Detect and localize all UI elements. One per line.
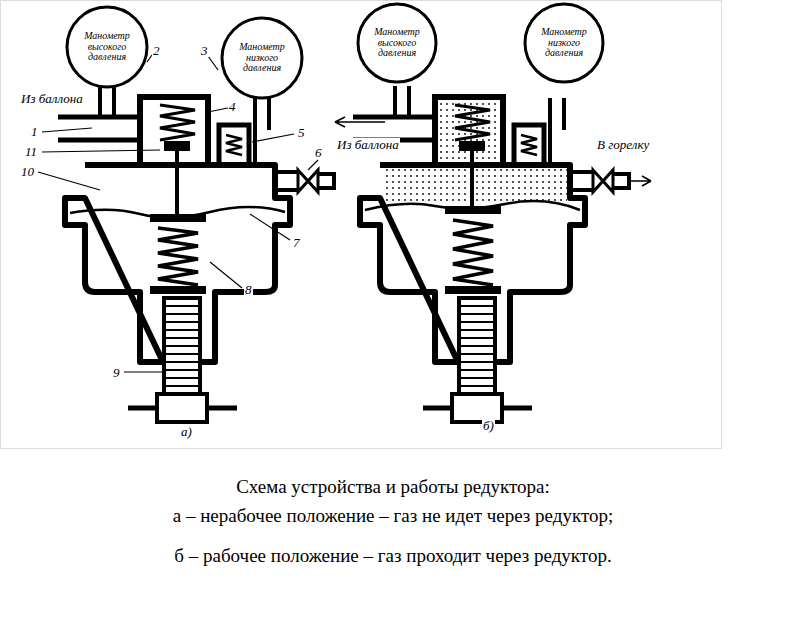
callout-number: 3	[200, 44, 209, 57]
gauge-label: Манометр низкого давления	[533, 27, 595, 59]
callout-number: 2	[152, 44, 161, 57]
callout-number: 8	[244, 283, 253, 296]
callout-number: б)	[482, 419, 495, 432]
gauge-label: Манометр высокого давления	[76, 31, 138, 63]
gauge-label: Манометр высокого давления	[366, 27, 428, 59]
caption-line: а – нерабочее положение – газ не идет че…	[0, 506, 786, 527]
callout-number: 9	[112, 366, 121, 379]
flow-label: В горелку	[596, 138, 650, 151]
flow-label: Из баллона	[20, 92, 84, 105]
callout-number: 10	[20, 165, 35, 178]
gauge-circle: Манометр высокого давления	[65, 5, 149, 89]
gauge-circle: Манометр низкого давления	[220, 16, 304, 100]
callout-number: 5	[297, 126, 306, 139]
caption-line: б – рабочее положение – газ проходит чер…	[0, 546, 786, 567]
gauge-circle: Манометр низкого давления	[523, 2, 605, 84]
callout-number: 1	[30, 125, 39, 138]
callout-number: а)	[180, 425, 193, 438]
callout-number: 4	[228, 100, 237, 113]
callout-number: 6	[314, 146, 323, 159]
gauge-label: Манометр низкого давления	[231, 42, 293, 74]
flow-label: Из баллона	[336, 138, 400, 151]
caption: Схема устройства и работы редуктора:	[0, 477, 786, 498]
callout-number: 11	[24, 145, 38, 158]
gauge-circle: Манометр высокого давления	[356, 2, 438, 84]
callout-number: 7	[292, 236, 301, 249]
